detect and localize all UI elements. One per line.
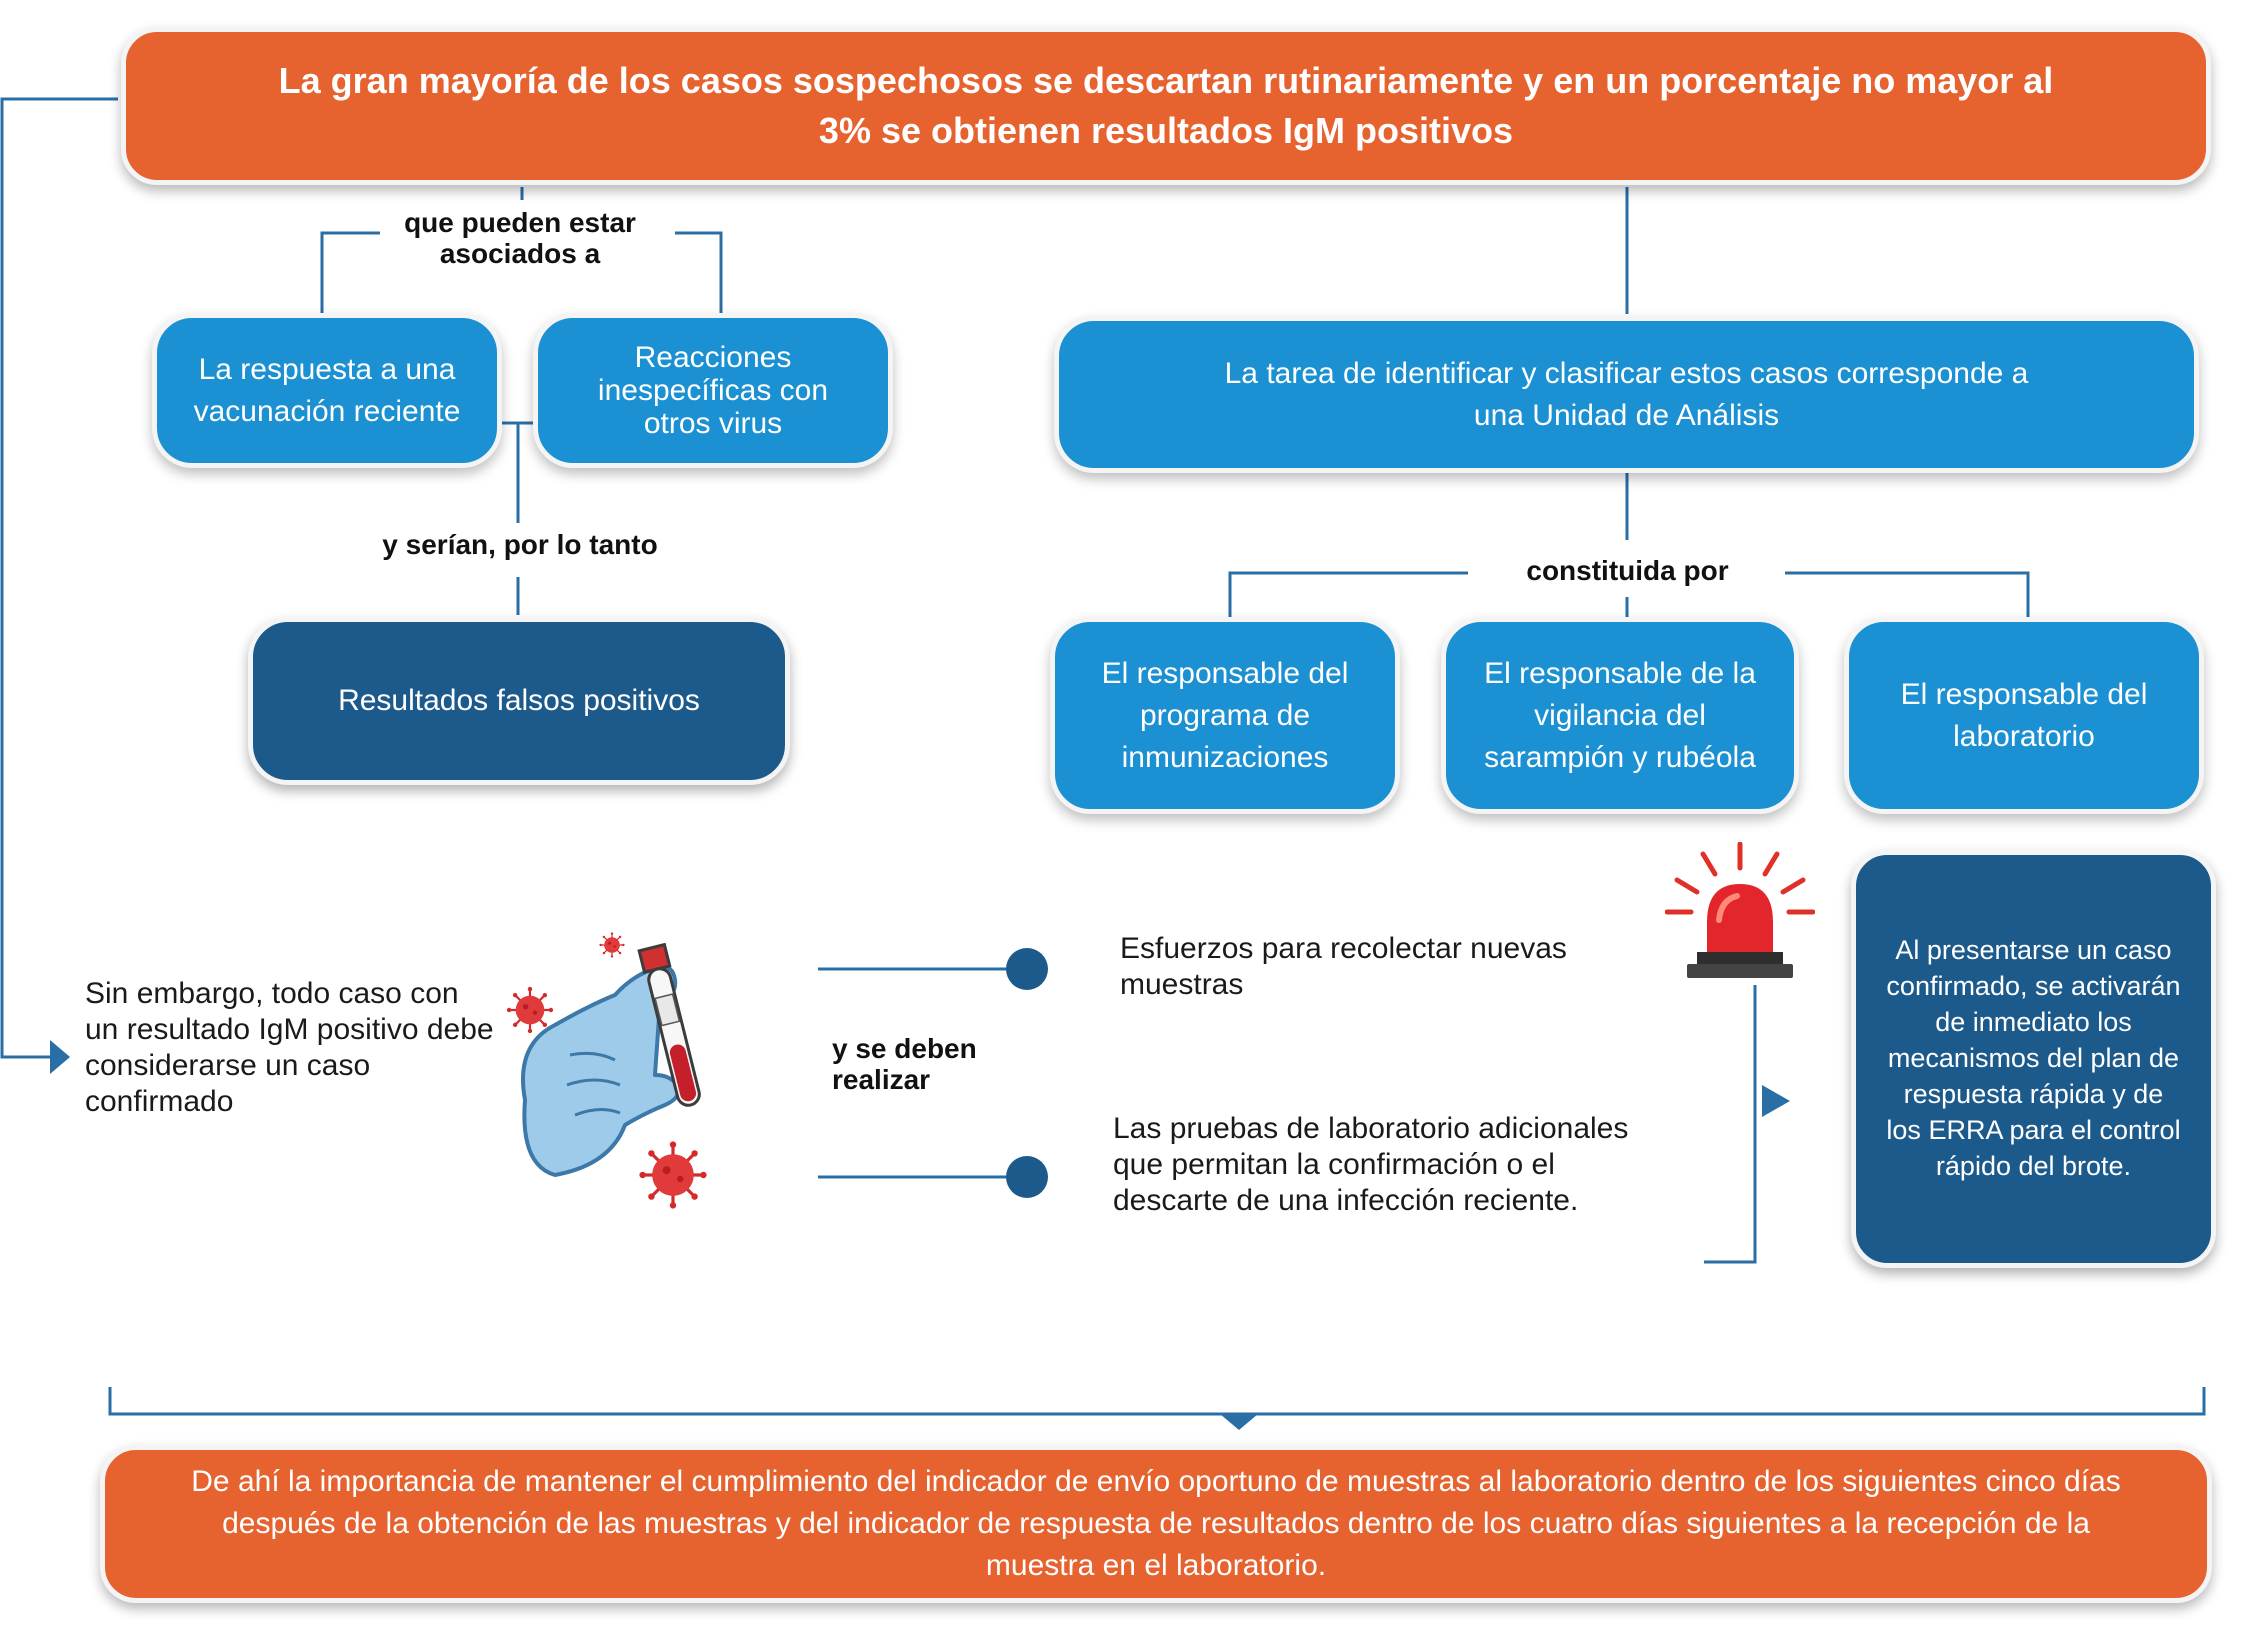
top-summary-text: La gran mayoría de los casos sospechosos… (278, 59, 2054, 151)
action-collect-samples: Esfuerzos para recolectar nuevas muestra… (1120, 932, 1567, 1001)
gloved-hand-test-tube-icon (505, 931, 709, 1211)
cause-other-viruses-box: Reacciones inespecíficas con otros virus (533, 313, 893, 468)
rapid-response-box: Al presentarse un caso confirmado, se ac… (1851, 850, 2216, 1268)
top-summary-box: La gran mayoría de los casos sospechosos… (121, 27, 2211, 185)
bottom-conclusion-box: De ahí la importancia de mantener el cum… (100, 1445, 2212, 1603)
analysis-unit-box: La tarea de identificar y clasificar est… (1054, 316, 2199, 473)
member-immunization-box: El responsable del programa de inmunizac… (1050, 617, 1400, 814)
label-therefore: y serían, por lo tanto (382, 529, 658, 560)
member-surveillance-box: El responsable de la vigilancia del sara… (1441, 617, 1799, 814)
confirmed-case-text: Sin embargo, todo caso con un resultado … (85, 977, 494, 1118)
label-constituted: constituida por (1526, 555, 1729, 586)
action-lab-tests: Las pruebas de laboratorio adicionales q… (1113, 1112, 1629, 1217)
member-laboratory-box: El responsable del laboratorio (1844, 617, 2204, 814)
label-must-do: y se deben realizar (832, 1033, 977, 1095)
cause-vaccination-box: La respuesta a una vacunación reciente (152, 313, 502, 468)
false-positive-box: Resultados falsos positivos (248, 617, 790, 785)
label-associated: que pueden estar asociados a (404, 207, 636, 269)
alarm-siren-icon (1665, 842, 1815, 978)
